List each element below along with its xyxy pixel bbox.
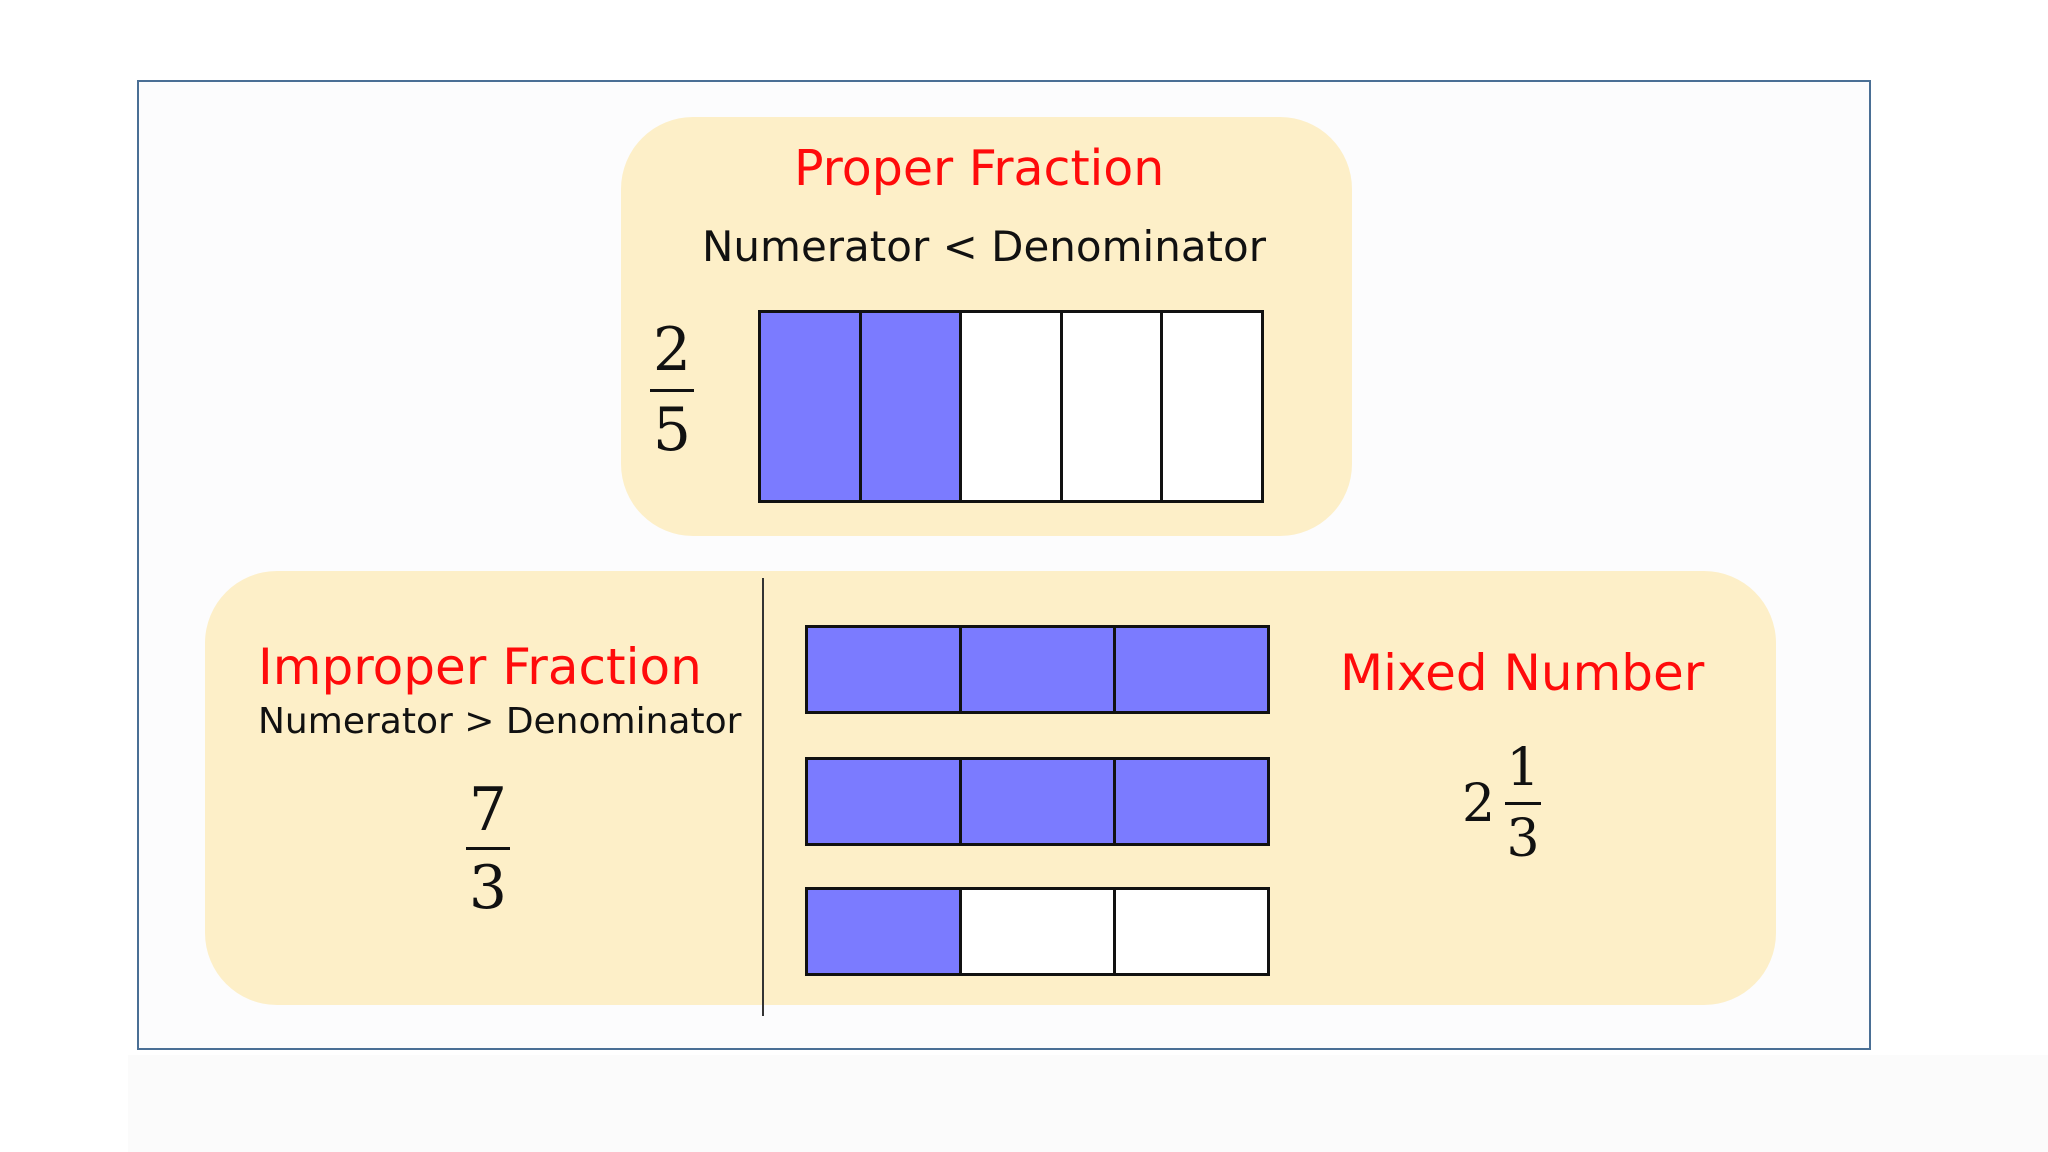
proper-fraction-value: 2 5 bbox=[650, 320, 694, 460]
fraction-bar bbox=[1505, 802, 1542, 805]
improper-denominator: 3 bbox=[468, 853, 508, 923]
proper-numerator: 2 bbox=[652, 315, 692, 385]
mixed-number-value: 2 1 3 bbox=[1462, 738, 1542, 869]
mixed-whole: 2 bbox=[1462, 773, 1496, 834]
mixed-fraction: 1 3 bbox=[1505, 738, 1542, 869]
improper-fraction-value: 7 3 bbox=[466, 780, 510, 918]
proper-model-empty-part bbox=[1062, 313, 1161, 500]
improper-model-shaded-part bbox=[808, 890, 959, 973]
fraction-bar bbox=[650, 389, 694, 392]
mixed-numerator: 1 bbox=[1506, 738, 1540, 798]
improper-model-shaded-part bbox=[962, 628, 1113, 711]
proper-model-empty-part bbox=[962, 313, 1060, 500]
improper-model-shaded-part bbox=[1116, 760, 1267, 843]
improper-model-shaded-part bbox=[808, 628, 959, 711]
proper-denominator: 5 bbox=[652, 395, 692, 465]
improper-numerator: 7 bbox=[468, 775, 508, 845]
panel-divider bbox=[762, 578, 764, 1016]
proper-model-shaded-part bbox=[761, 313, 859, 500]
mixed-denominator: 3 bbox=[1506, 809, 1540, 869]
proper-model-empty-part bbox=[1163, 313, 1261, 500]
proper-fraction-rule: Numerator < Denominator bbox=[702, 222, 1266, 271]
improper-fraction-title: Improper Fraction bbox=[258, 638, 702, 696]
proper-model-shaded-part bbox=[861, 313, 960, 500]
improper-model-shaded-part bbox=[962, 760, 1113, 843]
background-band bbox=[128, 1055, 2048, 1152]
improper-model-empty-part bbox=[962, 890, 1113, 973]
improper-model-bar bbox=[805, 887, 1270, 976]
improper-model-bar bbox=[805, 757, 1270, 846]
improper-model-shaded-part bbox=[1116, 628, 1267, 711]
improper-fraction-rule: Numerator > Denominator bbox=[258, 701, 742, 742]
improper-model-shaded-part bbox=[808, 760, 959, 843]
improper-model-bar bbox=[805, 625, 1270, 714]
improper-model-empty-part bbox=[1116, 890, 1267, 973]
mixed-number-title: Mixed Number bbox=[1340, 644, 1705, 702]
fraction-bar bbox=[466, 847, 510, 850]
proper-fraction-model bbox=[758, 310, 1264, 503]
proper-fraction-title: Proper Fraction bbox=[794, 140, 1165, 197]
